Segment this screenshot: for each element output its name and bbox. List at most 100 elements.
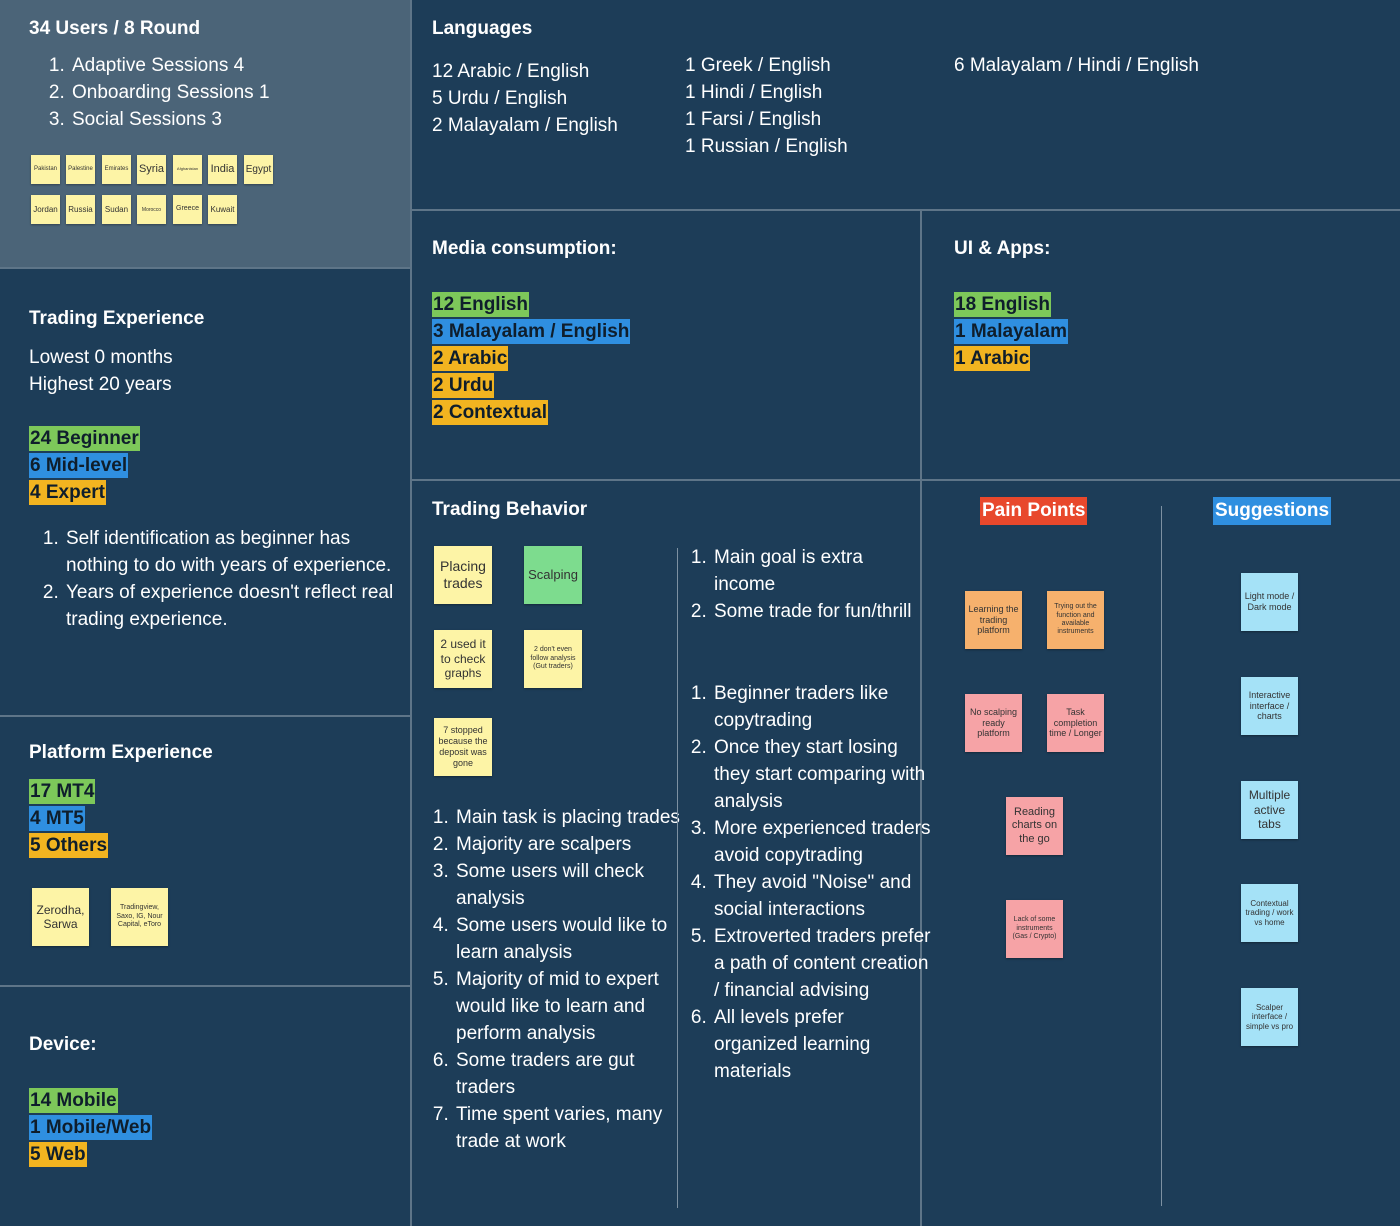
pain-point-note: Reading charts on the go xyxy=(1006,797,1063,855)
device-title: Device: xyxy=(29,1034,97,1055)
language-item: 12 Arabic / English xyxy=(432,61,590,82)
list-item: Some traders are gut traders xyxy=(454,1047,682,1101)
suggestion-note: Contextual trading / work vs home xyxy=(1241,884,1298,942)
language-item: 1 Russian / English xyxy=(685,136,848,157)
platform-note: Zerodha, Sarwa xyxy=(32,888,89,946)
platform-item: 17 MT4 xyxy=(29,779,96,804)
divider xyxy=(410,0,412,1226)
behavior-note: 7 stopped because the deposit was gone xyxy=(434,718,492,776)
platform-item: 5 Others xyxy=(29,833,109,858)
ui-apps-item: 18 English xyxy=(954,292,1052,317)
pain-point-note: No scalping ready platform xyxy=(965,694,1022,752)
level-expert: 4 Expert xyxy=(29,480,106,505)
country-note: Jordan xyxy=(31,195,60,224)
highest-experience: Highest 20 years xyxy=(29,374,172,395)
list-item: Some users would like to learn analysis xyxy=(454,912,682,966)
country-note: Afghanistan xyxy=(173,155,202,184)
country-note: Egypt xyxy=(244,155,273,184)
divider xyxy=(0,715,411,717)
languages-title: Languages xyxy=(432,18,533,39)
list-item: Years of experience doesn't reflect real… xyxy=(64,579,404,633)
country-note: Sudan xyxy=(102,195,131,224)
pain-point-note: Trying out the function and available in… xyxy=(1047,591,1104,649)
language-item: 6 Malayalam / Hindi / English xyxy=(954,55,1199,76)
pain-point-note: Learning the trading platform xyxy=(965,591,1022,649)
level-beginner: 24 Beginner xyxy=(29,426,140,451)
list-item: Social Sessions 3 xyxy=(70,106,410,133)
divider xyxy=(0,985,411,987)
platform-item: 4 MT5 xyxy=(29,806,85,831)
divider xyxy=(412,209,1400,211)
suggestion-note: Scalper interface / simple vs pro xyxy=(1241,988,1298,1046)
media-item: 2 Contextual xyxy=(432,400,549,425)
list-item: Main task is placing trades xyxy=(454,804,682,831)
behavior-note: 2 used it to check graphs xyxy=(434,630,492,688)
list-item: Self identification as beginner has noth… xyxy=(64,525,404,579)
divider xyxy=(0,267,411,269)
behavior-note: Placing trades xyxy=(434,546,492,604)
behavior-note: Scalping xyxy=(524,546,582,604)
country-note: Emirates xyxy=(102,155,131,184)
users-panel: 34 Users / 8 Round Adaptive Sessions 4 O… xyxy=(0,0,411,267)
behavior-list-right-b: Beginner traders like copytrading Once t… xyxy=(690,680,932,1085)
device-item: 14 Mobile xyxy=(29,1088,118,1113)
media-item: 2 Arabic xyxy=(432,346,509,371)
list-item: Onboarding Sessions 1 xyxy=(70,79,410,106)
platform-note: Tradingview, Saxo, IG, Nour Capital, eTo… xyxy=(111,888,168,946)
language-item: 1 Farsi / English xyxy=(685,109,822,130)
list-item: Some trade for fun/thrill xyxy=(712,598,927,625)
divider xyxy=(677,548,678,1208)
media-item: 2 Urdu xyxy=(432,373,495,398)
country-note: Pakistan xyxy=(31,155,60,184)
language-item: 5 Urdu / English xyxy=(432,88,568,109)
suggestions-title: Suggestions xyxy=(1213,497,1332,525)
trading-experience-title: Trading Experience xyxy=(29,308,205,329)
users-title: 34 Users / 8 Round xyxy=(29,18,201,39)
trading-behavior-title: Trading Behavior xyxy=(432,499,588,520)
platform-title: Platform Experience xyxy=(29,742,213,763)
behavior-note: 2 don't even follow analysis (Gut trader… xyxy=(524,630,582,688)
suggestion-note: Multiple active tabs xyxy=(1241,781,1298,839)
ui-apps-item: 1 Arabic xyxy=(954,346,1031,371)
language-item: 1 Hindi / English xyxy=(685,82,823,103)
media-item: 12 English xyxy=(432,292,530,317)
ui-apps-item: 1 Malayalam xyxy=(954,319,1068,344)
list-item: They avoid "Noise" and social interactio… xyxy=(712,869,932,923)
list-item: Majority of mid to expert would like to … xyxy=(454,966,682,1047)
country-note: Palestine xyxy=(66,155,95,184)
media-title: Media consumption: xyxy=(432,238,617,259)
ui-apps-title: UI & Apps: xyxy=(954,238,1051,259)
device-item: 1 Mobile/Web xyxy=(29,1115,153,1140)
list-item: Time spent varies, many trade at work xyxy=(454,1101,682,1155)
experience-notes-list: Self identification as beginner has noth… xyxy=(42,525,404,633)
level-mid: 6 Mid-level xyxy=(29,453,129,478)
pain-point-note: Task completion time / Longer xyxy=(1047,694,1104,752)
language-item: 2 Malayalam / English xyxy=(432,115,618,136)
suggestion-note: Light mode / Dark mode xyxy=(1241,573,1298,631)
country-note: Morocco xyxy=(137,195,166,224)
divider xyxy=(412,479,1400,481)
list-item: Main goal is extra income xyxy=(712,544,927,598)
country-note: Russia xyxy=(66,195,95,224)
country-note: India xyxy=(208,155,237,184)
media-item: 3 Malayalam / English xyxy=(432,319,631,344)
suggestion-note: Interactive interface / charts xyxy=(1241,677,1298,735)
list-item: More experienced traders avoid copytradi… xyxy=(712,815,932,869)
list-item: All levels prefer organized learning mat… xyxy=(712,1004,932,1085)
behavior-list-left: Main task is placing trades Majority are… xyxy=(432,804,682,1155)
sessions-list: Adaptive Sessions 4 Onboarding Sessions … xyxy=(48,52,410,133)
divider xyxy=(920,210,922,1226)
list-item: Extroverted traders prefer a path of con… xyxy=(712,923,932,1004)
pain-point-note: Lack of some instruments (Gas / Crypto) xyxy=(1006,900,1063,958)
behavior-list-right-a: Main goal is extra income Some trade for… xyxy=(690,544,927,625)
lowest-experience: Lowest 0 months xyxy=(29,347,173,368)
pain-points-title: Pain Points xyxy=(980,497,1088,525)
device-item: 5 Web xyxy=(29,1142,87,1167)
language-item: 1 Greek / English xyxy=(685,55,831,76)
country-note: Syria xyxy=(137,155,166,184)
list-item: Some users will check analysis xyxy=(454,858,682,912)
list-item: Once they start losing they start compar… xyxy=(712,734,932,815)
country-note: Greece xyxy=(173,195,202,224)
divider xyxy=(1161,506,1162,1206)
list-item: Majority are scalpers xyxy=(454,831,682,858)
